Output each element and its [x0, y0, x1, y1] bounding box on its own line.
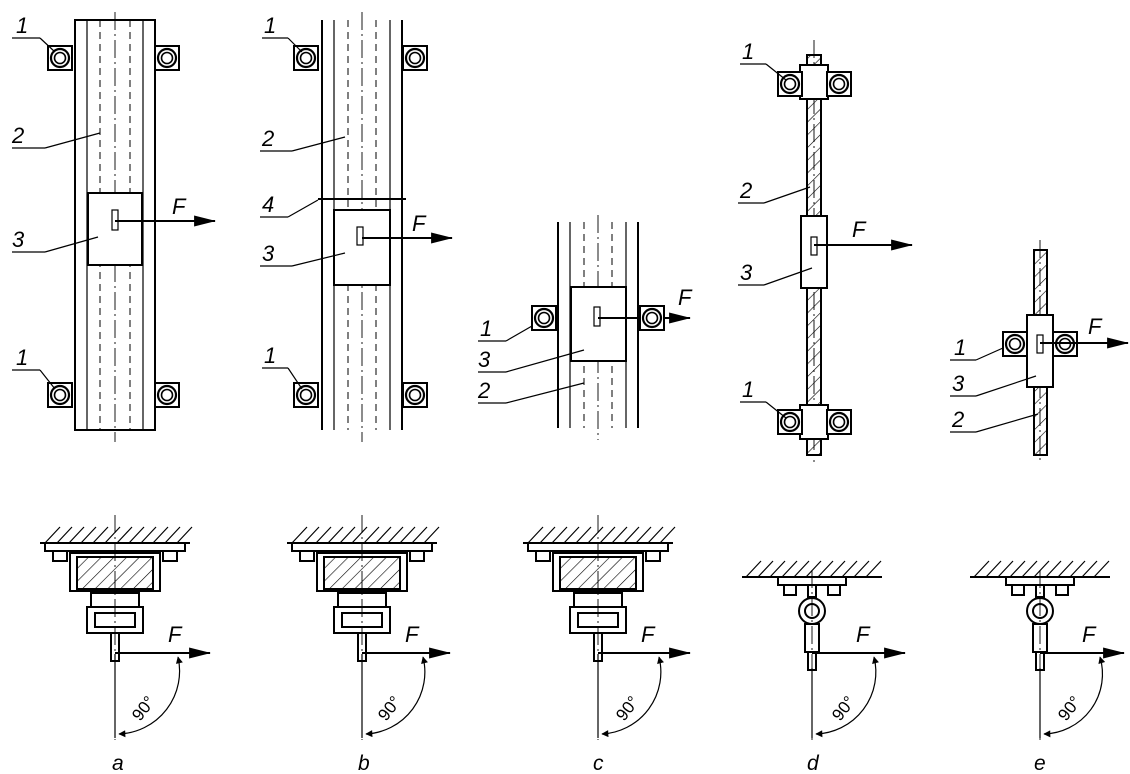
label-rail-e: 2	[951, 407, 964, 432]
label-clamp-a-top: 1	[16, 13, 28, 38]
view-d: 1 2 3 1 F F 90° d	[738, 39, 914, 774]
label-rail-b: 2	[261, 126, 274, 151]
label-force-e: F	[1088, 314, 1103, 339]
carriage-b	[333, 209, 391, 286]
label-force-c-section: F	[641, 622, 656, 647]
label-rail-d: 2	[739, 178, 752, 203]
label-force-b-section: F	[405, 622, 420, 647]
label-carriage-b: 3	[262, 241, 275, 266]
label-force-a: F	[172, 194, 187, 219]
label-angle-a: 90°	[128, 692, 159, 724]
label-clamp-b-top: 1	[264, 13, 276, 38]
caption-d: d	[807, 752, 820, 774]
label-carriage-e: 3	[952, 371, 965, 396]
view-e: 1 3 2 F F 90° e	[950, 240, 1130, 774]
label-force-d: F	[852, 217, 867, 242]
label-angle-e: 90°	[1054, 692, 1085, 724]
label-clamp-d-top: 1	[742, 39, 754, 64]
label-carriage-d: 3	[740, 260, 753, 285]
carriage-e	[1026, 314, 1054, 388]
label-force-e-section: F	[1082, 622, 1097, 647]
carriage-c	[570, 286, 627, 362]
label-clamp-c: 1	[480, 316, 492, 341]
view-b: 1 2 4 3 1 F F 90° b	[260, 12, 454, 774]
label-clamp-b-bottom: 1	[264, 343, 276, 368]
label-carriage-a: 3	[12, 227, 25, 252]
carriage-a	[87, 192, 143, 266]
label-rail-c: 2	[477, 378, 490, 403]
caption-a: a	[112, 752, 124, 774]
view-c: 1 3 2 F F 90° c	[477, 215, 693, 774]
label-angle-b: 90°	[374, 692, 405, 724]
label-rail-a: 2	[11, 123, 24, 148]
caption-e: e	[1034, 752, 1046, 774]
label-force-a-section: F	[168, 622, 183, 647]
label-force-b: F	[412, 211, 427, 236]
label-carriage-c: 3	[478, 347, 491, 372]
label-force-c: F	[678, 285, 693, 310]
label-clamp-e: 1	[954, 335, 966, 360]
label-edge-b: 4	[262, 192, 274, 217]
label-clamp-a-bottom: 1	[16, 345, 28, 370]
view-a: 1 2 3 1 F F 90° a	[11, 12, 217, 774]
carriage-d	[800, 215, 828, 289]
label-clamp-d-bottom: 1	[742, 377, 754, 402]
caption-b: b	[358, 752, 370, 774]
label-force-d-section: F	[856, 622, 871, 647]
caption-c: c	[593, 752, 604, 774]
